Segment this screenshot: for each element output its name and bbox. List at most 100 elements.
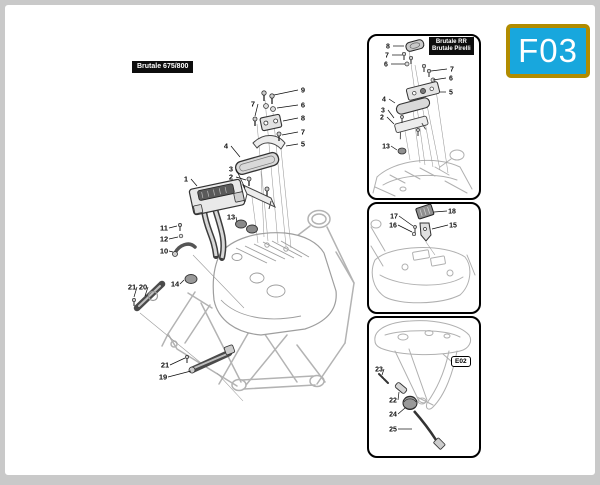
callout-number: 16 [389, 223, 397, 230]
inset-rr-sketch [372, 149, 473, 197]
callout-leader-line [254, 103, 259, 117]
callout-number: 2 [380, 115, 384, 122]
callout-leader-line [386, 116, 395, 125]
callout-leader-line [169, 357, 186, 366]
callout-leader-line [273, 89, 299, 96]
callout-number: 23 [375, 367, 383, 374]
screws-part7 [252, 116, 282, 141]
callout-number: 11 [160, 224, 168, 233]
callout-leader-line [397, 407, 406, 415]
cap-part14 [184, 274, 198, 284]
callout-leader-line [144, 286, 149, 297]
rubber-pad-part4 [234, 151, 280, 176]
callout-leader-line [230, 145, 241, 158]
callout-leader-line [430, 68, 448, 72]
callout-number: 6 [301, 101, 305, 110]
callout-number: 18 [448, 209, 456, 216]
rod-part19 [185, 344, 236, 374]
bracket-part3 [242, 183, 276, 210]
callout-leader-line [179, 279, 185, 285]
callout-number: 1 [184, 175, 188, 184]
callout-leader-line [276, 104, 299, 109]
callout-number: 7 [450, 67, 454, 74]
inset3-callout-layer: 23 22 24 25 [375, 367, 412, 434]
screws-part9 [261, 90, 275, 104]
callout-leader-line [168, 225, 178, 229]
callout-leader-line [431, 224, 449, 230]
callout-leader-line [397, 391, 400, 401]
callout-number: 6 [384, 62, 388, 69]
callout-number: 21 [128, 283, 136, 292]
inset-fender-parts [378, 373, 446, 450]
inset-bracket-parts [411, 203, 436, 256]
callout-leader-line [387, 109, 395, 119]
callout-number: 9 [301, 86, 305, 95]
callout-leader-line [235, 176, 247, 181]
callout-number: 14 [171, 280, 180, 289]
callout-number: 24 [389, 412, 397, 419]
callout-number: 17 [390, 214, 398, 221]
callout-leader-line [133, 286, 138, 298]
inset-variant-label-line2: Brutale Pirelli [432, 46, 471, 53]
inset1-callout-layer: 8 7 6 7 6 5 4 32 13 [380, 44, 454, 151]
callout-number: 7 [301, 128, 305, 137]
airbox [212, 232, 337, 336]
callout-number: 4 [224, 142, 229, 151]
callout-number: 25 [389, 427, 397, 434]
callout-leader-line [168, 250, 174, 253]
inset-panel-rear-fender [367, 316, 481, 458]
callout-leader-line [433, 210, 448, 213]
callout-number: 12 [160, 235, 168, 244]
callout-leader-line [390, 145, 398, 151]
fastener-parts-10-11-12 [172, 223, 197, 257]
callout-leader-line [381, 368, 385, 376]
callout-number: 21 [161, 361, 169, 370]
rod-part20 [132, 280, 166, 312]
callout-number: 3 [229, 165, 233, 174]
inset-fender-sketch [374, 320, 472, 410]
callout-number: 2 [229, 173, 233, 182]
callout-number: 6 [449, 76, 453, 83]
bracket-part8 [259, 113, 283, 132]
callout-number: 7 [385, 53, 389, 60]
inset-bracket-sketch [370, 219, 476, 304]
inset-variant-label-line1: Brutale RR [435, 39, 467, 45]
callout-leader-line [285, 143, 299, 147]
callout-leader-line [168, 236, 179, 240]
grommets-part13 [235, 219, 258, 234]
page-code-badge: F03 [506, 24, 590, 78]
callout-number: 10 [160, 247, 168, 256]
callout-number: 22 [389, 398, 397, 405]
callout-number: 13 [382, 144, 390, 151]
callout-number: 13 [227, 213, 235, 222]
ref-label-e02: E02 [451, 356, 471, 367]
inset-rr-parts [394, 39, 449, 174]
model-label: Brutale 675/800 [132, 61, 194, 74]
callout-leader-line [235, 216, 238, 223]
callout-leader-line [282, 117, 299, 122]
inset-panel-brutale-rr [367, 34, 481, 200]
inset-variant-label: Brutale RR Brutale Pirelli [429, 37, 474, 56]
callout-number: 5 [301, 140, 305, 149]
callout-leader-line [398, 215, 414, 227]
callout-number: 8 [301, 114, 305, 123]
screws-part2 [246, 176, 270, 196]
callout-number: 4 [382, 97, 386, 104]
washers-part6 [263, 103, 276, 112]
callout-leader-line [190, 178, 198, 187]
callout-number: 20 [139, 283, 147, 292]
inset-panel-sensor-bracket [367, 202, 481, 314]
callout-leader-line [397, 224, 413, 233]
callout-number: 3 [381, 108, 385, 115]
callout-number: 5 [449, 90, 453, 97]
assembly-guide-lines [139, 99, 292, 402]
callout-number: 15 [449, 223, 457, 230]
callout-leader-line [388, 98, 396, 104]
callout-number: 7 [251, 100, 255, 109]
callout-leader-line [167, 370, 192, 378]
callout-number: 8 [386, 44, 390, 51]
callout-leader-line [432, 77, 447, 81]
